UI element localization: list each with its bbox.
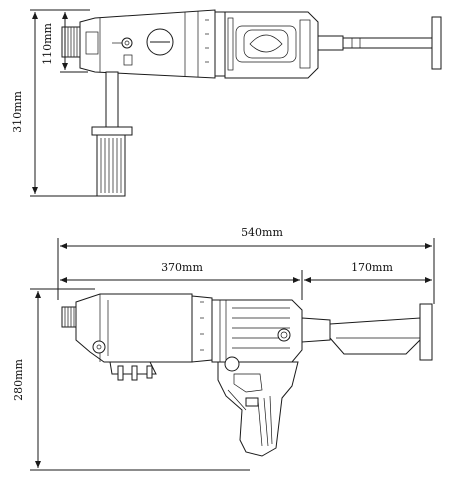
- dim-label-110mm: 110mm: [41, 23, 54, 65]
- top-side-handle-grip: [96, 134, 126, 197]
- side-motor-housing: [211, 299, 303, 363]
- dim-170: 170mm: [304, 261, 432, 283]
- dim-top-310: 310mm: [11, 9, 100, 197]
- side-trigger: [245, 397, 259, 407]
- dim-label-370mm: 370mm: [161, 261, 203, 274]
- side-handle-grip: [419, 303, 433, 361]
- dim-370: 370mm: [60, 261, 303, 300]
- top-side-handle-shaft: [105, 71, 119, 128]
- top-handle-tube: [317, 35, 344, 51]
- dim-label-280mm: 280mm: [12, 359, 25, 401]
- dim-label-310mm: 310mm: [11, 91, 24, 133]
- top-handle-grip: [431, 16, 442, 70]
- dim-top-110: 110mm: [41, 9, 90, 73]
- side-spindle-thread: [61, 306, 77, 328]
- top-view-drill: [61, 9, 442, 197]
- side-switch: [277, 328, 291, 342]
- dim-280: 280mm: [12, 288, 250, 471]
- side-gear-housing: [75, 293, 193, 363]
- dim-540: 540mm: [57, 226, 435, 304]
- side-knob: [92, 340, 106, 354]
- side-pistol-grip: [217, 361, 299, 457]
- top-knob: [121, 37, 133, 49]
- dim-label-540mm: 540mm: [241, 226, 283, 239]
- dim-label-170mm: 170mm: [351, 261, 393, 274]
- side-view-drill: [61, 293, 433, 457]
- side-handle-body: [329, 317, 421, 355]
